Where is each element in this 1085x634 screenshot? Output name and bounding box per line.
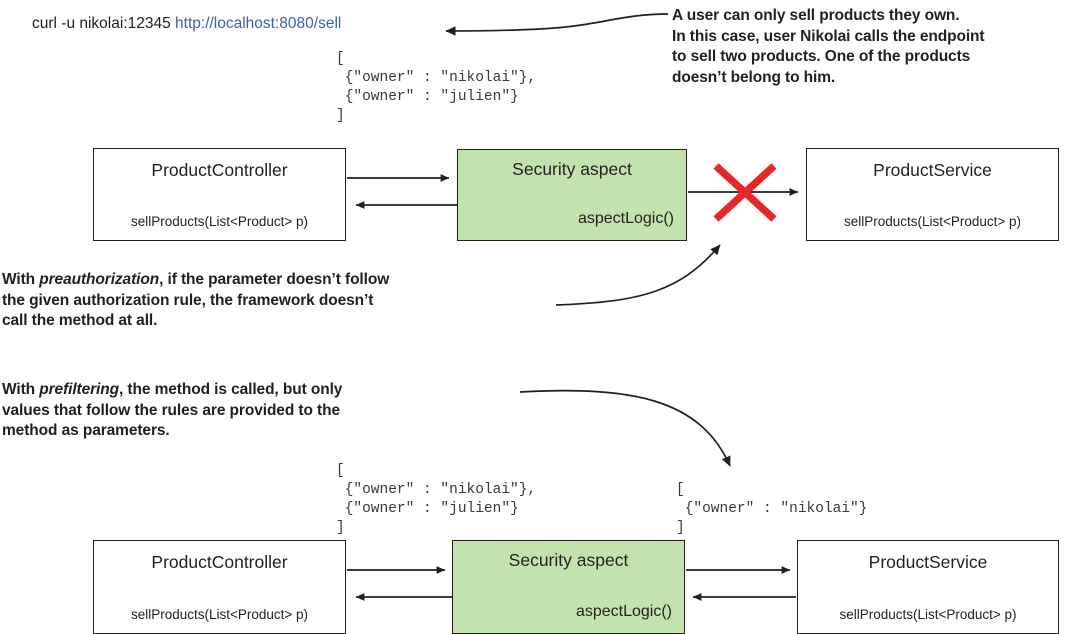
filtered-payload: [ {"owner" : "nikolai"} ] <box>676 482 868 536</box>
box-product-controller-top[interactable]: ProductController sellProducts(List<Prod… <box>93 148 346 241</box>
callout-preauthorization-line-1: With preauthorization, if the parameter … <box>2 270 542 291</box>
box-product-service-top[interactable]: ProductService sellProducts(List<Product… <box>806 148 1059 241</box>
callout-prefiltering: With prefiltering, the method is called,… <box>2 380 502 442</box>
box-title: Security aspect <box>508 550 629 570</box>
callout-top-line-1: A user can only sell products they own. <box>672 7 960 24</box>
box-method-signature: aspectLogic() <box>577 210 674 227</box>
callout-prefiltering-prefix: With <box>2 381 40 398</box>
callout-arrow-to-filtered-payload <box>519 389 731 467</box>
box-method-signature: aspectLogic() <box>575 603 672 620</box>
box-title: ProductController <box>151 160 288 180</box>
curl-command: curl -u nikolai:12345 http://localhost:8… <box>32 15 341 33</box>
box-security-aspect-bottom[interactable]: Security aspect aspectLogic() <box>452 540 685 634</box>
callout-preauthorization: With preauthorization, if the parameter … <box>2 270 542 332</box>
callout-arrow-to-blocked-call <box>555 244 721 306</box>
blocked-call-x-icon <box>713 163 777 222</box>
box-title: ProductController <box>151 552 288 572</box>
box-title: Security aspect <box>512 159 632 179</box>
callout-prefiltering-emphasis: prefiltering <box>39 381 120 398</box>
callout-prefiltering-line-1: With prefiltering, the method is called,… <box>2 380 502 401</box>
curl-command-prefix: curl -u nikolai:12345 <box>32 15 176 32</box>
callout-preauthorization-line-3: call the method at all. <box>2 312 158 330</box>
box-title: ProductService <box>868 552 988 572</box>
callout-arrow-to-command <box>445 13 669 36</box>
box-title: ProductService <box>873 160 992 180</box>
box-product-controller-bottom[interactable]: ProductController sellProducts(List<Prod… <box>93 540 346 634</box>
callout-top-line-4: doesn’t belong to him. <box>672 68 836 86</box>
callout-top-line-3: to sell two products. One of the product… <box>672 48 971 66</box>
callout-prefiltering-line-3: method as parameters. <box>2 422 170 440</box>
box-product-service-bottom[interactable]: ProductService sellProducts(List<Product… <box>797 540 1059 634</box>
request-payload-bottom: [ {"owner" : "nikolai"}, {"owner" : "jul… <box>336 463 537 536</box>
callout-preauthorization-rest: , if the parameter doesn’t follow <box>159 271 390 288</box>
box-method-signature: sellProducts(List<Product> p) <box>839 607 1017 622</box>
callout-prefiltering-rest: , the method is called, but only <box>119 381 343 398</box>
callout-top-line-2: In this case, user Nikolai calls the end… <box>672 27 985 45</box>
curl-command-url: http://localhost:8080/sell <box>175 15 342 32</box>
box-security-aspect-top[interactable]: Security aspect aspectLogic() <box>457 149 687 241</box>
callout-preauthorization-prefix: With <box>2 271 40 288</box>
request-payload-top: [ {"owner" : "nikolai"}, {"owner" : "jul… <box>336 51 537 124</box>
box-method-signature: sellProducts(List<Product> p) <box>130 214 309 229</box>
box-method-signature: sellProducts(List<Product> p) <box>130 607 309 622</box>
callout-prefiltering-line-2: values that follow the rules are provide… <box>2 401 340 419</box>
callout-preauthorization-emphasis: preauthorization <box>39 271 160 288</box>
callout-preauthorization-line-2: the given authorization rule, the framew… <box>2 291 374 309</box>
box-method-signature: sellProducts(List<Product> p) <box>843 214 1022 229</box>
callout-top-description: A user can only sell products they own. … <box>672 6 1082 88</box>
